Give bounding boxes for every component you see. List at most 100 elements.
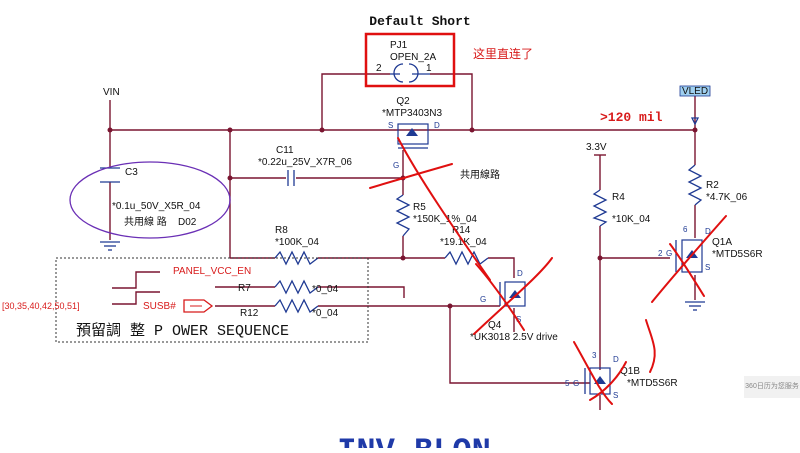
susb-label: SUSB# (143, 301, 176, 312)
vled-net-box (679, 85, 711, 97)
junction-dot (227, 175, 233, 181)
junction-dot (469, 127, 475, 133)
q2-ref: Q2 (396, 96, 410, 107)
resistor-r8[interactable]: R8 *100K_04 (274, 225, 319, 266)
pj1-left-wire (321, 73, 390, 130)
q2-body (397, 123, 429, 145)
strike-mark (473, 257, 553, 335)
resistor-r2[interactable]: R2 *4.7K_06 (687, 164, 748, 206)
q1b-value: *MTD5S6R (627, 378, 678, 389)
resistor-r5[interactable]: R5 *150K_1%_04 (395, 194, 477, 237)
c3-highlight-ellipse (69, 161, 231, 239)
mosfet-q2[interactable]: Q2 *MTP3403N3 S D G (382, 96, 442, 170)
q2-value: *MTP3403N3 (382, 108, 442, 119)
r2-ref: R2 (706, 180, 719, 191)
q2-diode-icon (406, 128, 418, 136)
q1a-pin-d: D (705, 227, 711, 236)
jumper-pj1[interactable]: PJ1 OPEN_2A 2 1 (364, 32, 456, 88)
red-markup (369, 137, 727, 405)
junction-dot (692, 127, 698, 133)
strike-mark (369, 163, 453, 189)
q2-pin-s: S (388, 121, 393, 130)
junctions (107, 127, 698, 309)
q1a-ref: Q1A (712, 237, 732, 248)
q4-pin-g: G (480, 295, 486, 304)
q1b-ref: Q1B (620, 366, 640, 377)
page-title: Default Short (369, 14, 470, 29)
r4-value: *10K_04 (612, 214, 651, 225)
q4-diode-icon (509, 290, 521, 298)
r8-body (274, 250, 319, 266)
strike-mark (589, 361, 627, 401)
q4-pin-s: S (516, 315, 521, 324)
r7-body (274, 279, 319, 295)
q1a-pin-s: S (705, 263, 710, 272)
r4-ref: R4 (612, 192, 625, 203)
shared-line-left: 共用線 路 (124, 215, 167, 228)
q1a-value: *MTD5S6R (712, 249, 763, 260)
mosfet-q1b[interactable]: 3 D 5 G S Q1B *MTD5S6R (565, 351, 678, 400)
r2-value: *4.7K_06 (706, 192, 748, 203)
r7-ref: R7 (238, 283, 251, 294)
q1b-pin-g: G (573, 379, 579, 388)
bus-refs-label: [30,35,40,42,50,51] (2, 301, 80, 311)
r5-ref: R5 (413, 202, 426, 213)
q4-body (504, 281, 526, 307)
r12-value: *0_04 (312, 308, 339, 319)
q1a-pin-g: G (666, 249, 672, 258)
jumper-arc-right (408, 63, 419, 83)
jumper-arc-left (393, 63, 404, 83)
mosfet-q4[interactable]: G D S Q4 *UK3018 2.5V drive (470, 269, 558, 343)
q2-pin-g: G (393, 161, 399, 170)
r7-right-wire (318, 286, 405, 298)
strike-mark (669, 243, 705, 297)
q1b-pin-s: S (613, 391, 618, 400)
q1a-body (681, 239, 703, 273)
r14-ref: R14 (452, 225, 471, 236)
ground-icon (100, 241, 120, 251)
r14-to-q4-drain (488, 257, 515, 278)
resistor-r4[interactable]: R4 *10K_04 (592, 189, 651, 227)
r14-body (444, 250, 489, 266)
capacitor-c3[interactable]: C3 *0.1u_50V_X5R_04 共用線 路 D02 (100, 167, 201, 228)
susb-step-icon (112, 291, 160, 305)
r5-value: *150K_1%_04 (413, 214, 477, 225)
resistor-r7[interactable]: R7 *0_04 (238, 279, 339, 295)
v33-label: 3.3V (586, 142, 607, 153)
q4-pin-d: D (517, 269, 523, 278)
r4-body (592, 189, 608, 227)
strike-mark (573, 341, 613, 405)
width-note: >120 mil (600, 110, 663, 125)
q2-pin-d: D (434, 121, 440, 130)
q1b-pin-top: 3 (592, 351, 597, 360)
q4-ref: Q4 (488, 320, 502, 331)
direct-connect-note: 这里直连了 (473, 46, 533, 61)
power-sequence-box (55, 257, 369, 343)
jumper-highlight-box (364, 32, 456, 88)
c11-ref: C11 (276, 145, 294, 156)
q1a-pin-left: 2 (658, 249, 663, 258)
jumper-pin-left: 2 (376, 63, 382, 74)
strike-mark (475, 263, 525, 331)
vin-label: VIN (103, 87, 120, 98)
vled-label: VLED (682, 86, 708, 97)
pj1-right-wire (430, 73, 473, 130)
shared-line-right: 共用線路 (460, 168, 500, 181)
r12-ref: R12 (240, 308, 259, 319)
strike-mark (397, 137, 491, 281)
resistor-r14[interactable]: R14 *19.1K_04 (440, 225, 489, 266)
jumper-value: OPEN_2A (390, 52, 436, 63)
resistor-r12[interactable]: R12 *0_04 (240, 298, 339, 319)
watermark: 360日历为您服务 (744, 376, 800, 398)
q1b-gate-wire (449, 306, 590, 384)
junction-dot (107, 127, 113, 133)
ground-icon (685, 301, 705, 311)
q1b-pin-left: 5 (565, 379, 570, 388)
c3-value: *0.1u_50V_X5R_04 (112, 201, 201, 212)
junction-dot (447, 303, 453, 309)
capacitor-c11[interactable]: C11 *0.22u_25V_X7R_06 (258, 145, 352, 186)
r8-ref: R8 (275, 225, 288, 236)
strike-mark (645, 319, 656, 373)
